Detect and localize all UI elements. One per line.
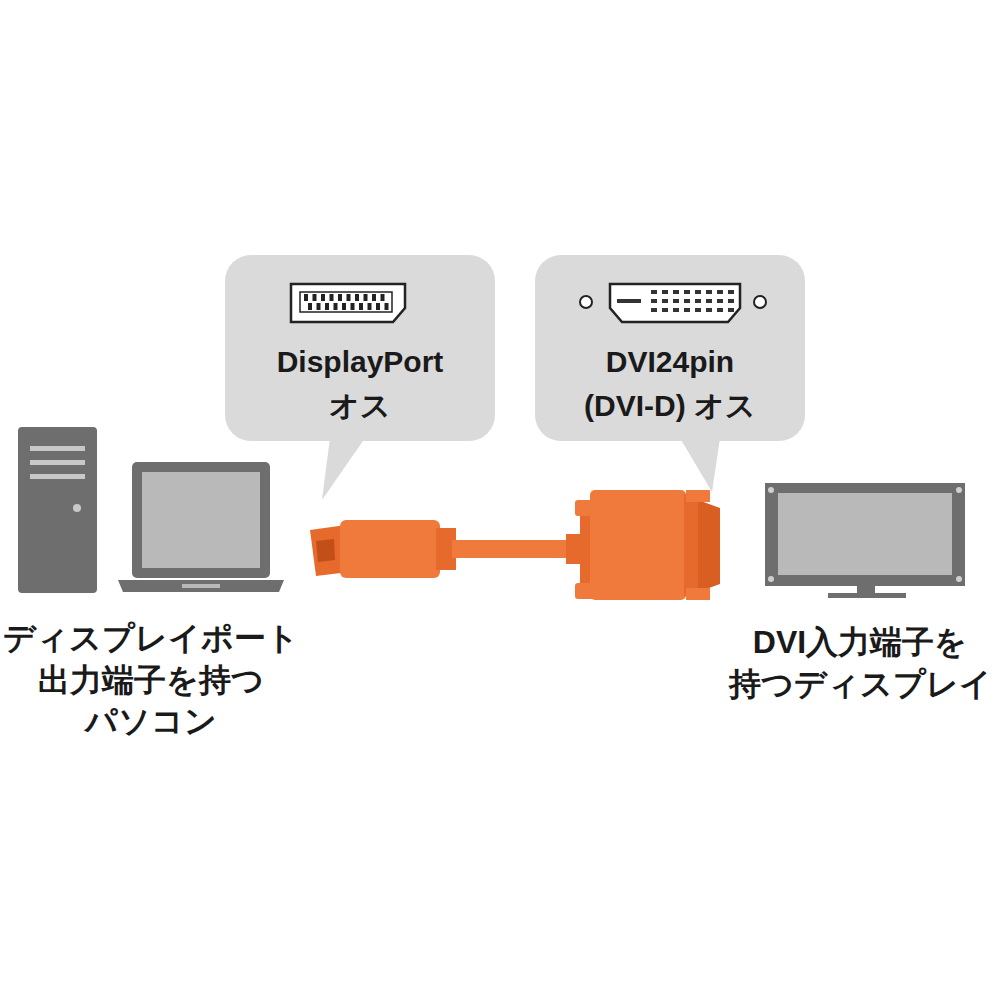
laptop — [118, 462, 284, 592]
pc-tower — [18, 427, 97, 593]
callout-box: DVI24pin (DVI-D) オス — [535, 255, 805, 441]
dp-dvi-cable — [310, 490, 720, 600]
device-caption: DVI入力端子を 持つディスプレイ — [722, 622, 998, 705]
displayport-icon — [291, 284, 405, 322]
display-monitor — [765, 483, 965, 598]
callout-bubble — [535, 255, 805, 492]
dvi-icon — [580, 284, 766, 322]
connector-label: DisplayPort オス — [260, 340, 460, 427]
device-caption: ディスプレイポート 出力端子を持つ パソコン — [2, 618, 300, 743]
callout-box: DisplayPort オス — [225, 255, 495, 441]
connector-label: DVI24pin (DVI-D) オス — [568, 340, 773, 427]
